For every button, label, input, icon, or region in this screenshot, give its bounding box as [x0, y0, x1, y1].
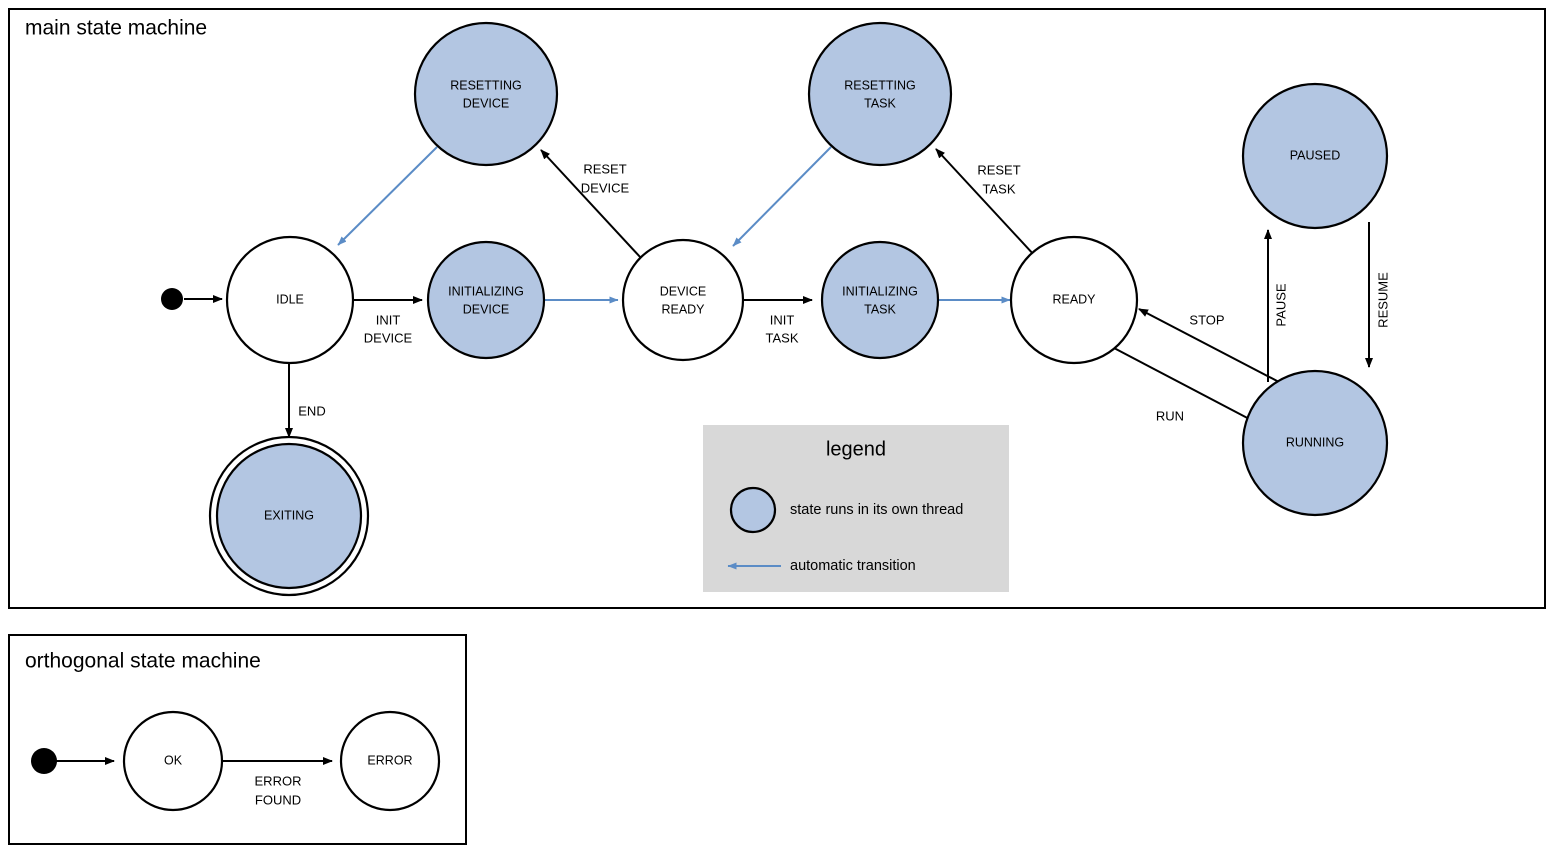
state-label-resetting-task-line2: TASK	[864, 96, 896, 110]
state-label-device-ready-line1: DEVICE	[660, 284, 707, 298]
transition-running-to-paused: PAUSE	[1264, 229, 1288, 382]
state-running[interactable]: RUNNING	[1241, 369, 1389, 517]
state-label-paused: PAUSED	[1290, 148, 1340, 162]
edge-label-init-device-line2: DEVICE	[364, 330, 413, 345]
edge-label-init-device-line1: INIT	[376, 312, 401, 327]
state-idle[interactable]: IDLE	[225, 235, 355, 365]
state-label-resetting-task-line1: RESETTING	[844, 78, 916, 92]
state-label-initializing-device-line2: DEVICE	[463, 302, 510, 316]
transition-running-to-ready: STOP	[1138, 308, 1280, 383]
edge-label-reset-device-line1: RESET	[583, 161, 626, 176]
state-resetting-device[interactable]: RESETTING DEVICE	[413, 21, 559, 167]
legend-item-thread-label: state runs in its own thread	[790, 502, 963, 518]
transition-ready-to-resetting-task: RESET TASK	[935, 148, 1036, 257]
transition-ok-to-error: ERROR FOUND	[222, 757, 333, 807]
state-label-initializing-task-line2: TASK	[864, 302, 896, 316]
transition-resetting-task-to-device-ready	[732, 146, 832, 247]
edge-label-stop: STOP	[1189, 312, 1224, 327]
orthogonal-frame-title: orthogonal state machine	[25, 650, 261, 673]
transition-device-ready-to-resetting-device: RESET DEVICE	[540, 149, 642, 259]
state-initializing-device[interactable]: INITIALIZING DEVICE	[426, 240, 546, 360]
state-resetting-task[interactable]: RESETTING TASK	[807, 21, 953, 167]
edge-label-run: RUN	[1156, 408, 1184, 423]
state-label-running: RUNNING	[1286, 435, 1344, 449]
edge-label-error-found-line2: FOUND	[255, 792, 301, 807]
legend-item-auto-label: automatic transition	[790, 558, 916, 574]
edge-label-error-found-line1: ERROR	[255, 773, 302, 788]
edge-label-reset-device-line2: DEVICE	[581, 180, 630, 195]
transition-paused-to-running: RESUME	[1365, 222, 1390, 368]
edge-label-reset-task-line1: RESET	[977, 162, 1020, 177]
state-label-exiting: EXITING	[264, 508, 314, 522]
state-label-initializing-task-line1: INITIALIZING	[842, 284, 918, 298]
main-frame-title: main state machine	[25, 17, 207, 40]
edge-label-reset-task-line2: TASK	[983, 181, 1016, 196]
legend: legend state runs in its own thread auto…	[703, 425, 1009, 592]
state-ok[interactable]: OK	[122, 710, 224, 812]
state-label-error: ERROR	[367, 753, 412, 767]
state-label-resetting-device-line2: DEVICE	[463, 96, 510, 110]
state-label-device-ready-line2: READY	[661, 302, 705, 316]
state-label-idle: IDLE	[276, 292, 304, 306]
state-error[interactable]: ERROR	[339, 710, 441, 812]
transition-idle-to-initializing-device: INIT DEVICE	[353, 296, 423, 345]
transition-ready-to-running: RUN	[1113, 347, 1256, 423]
main-frame	[8, 8, 1546, 609]
state-device-ready[interactable]: DEVICE READY	[621, 238, 745, 362]
state-label-ready: READY	[1052, 292, 1096, 306]
state-label-initializing-device-line1: INITIALIZING	[448, 284, 524, 298]
edge-label-end: END	[298, 403, 325, 418]
transition-device-ready-to-initializing-task: INIT TASK	[743, 296, 813, 345]
state-label-ok: OK	[164, 753, 183, 767]
edge-label-resume: RESUME	[1375, 272, 1390, 328]
state-ready[interactable]: READY	[1009, 235, 1139, 365]
orthogonal-initial-state-dot	[31, 748, 57, 774]
edge-label-init-task-line1: INIT	[770, 312, 795, 327]
state-paused[interactable]: PAUSED	[1241, 82, 1389, 230]
legend-thread-state-swatch	[729, 486, 777, 534]
initial-state-dot	[161, 288, 183, 310]
edge-label-init-task-line2: TASK	[766, 330, 799, 345]
state-exiting[interactable]: EXITING	[208, 435, 370, 597]
orthogonal-frame	[8, 634, 467, 845]
transition-resetting-device-to-idle	[337, 146, 438, 246]
state-label-resetting-device-line1: RESETTING	[450, 78, 522, 92]
state-initializing-task[interactable]: INITIALIZING TASK	[820, 240, 940, 360]
edge-label-pause: PAUSE	[1273, 283, 1288, 326]
transition-idle-to-exiting: END	[285, 363, 326, 438]
legend-title: legend	[826, 438, 886, 460]
